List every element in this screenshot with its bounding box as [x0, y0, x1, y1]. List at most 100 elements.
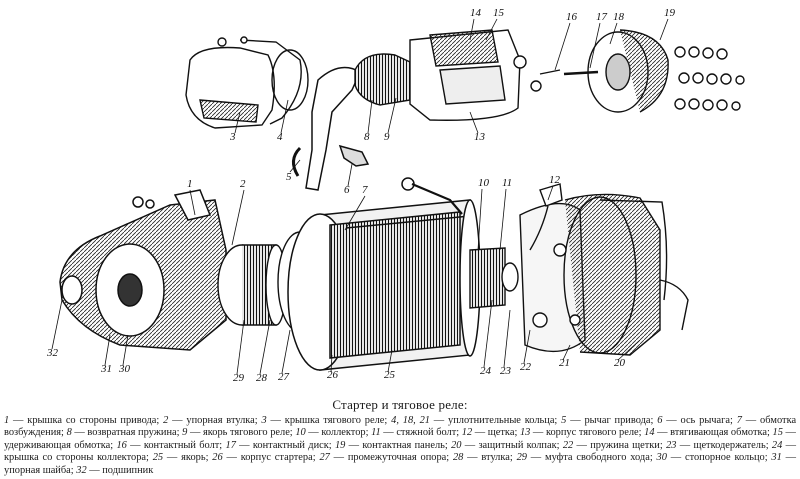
legend-item: 30 — стопорное кольцо; — [656, 452, 768, 464]
legend-item: 24 — крышка со стороны коллектора; — [4, 439, 796, 464]
legend-item: 5 — рычаг привода; — [561, 415, 654, 426]
callout-12: 12 — [549, 174, 561, 186]
legend-item-number: 14 — [644, 427, 655, 439]
legend-item-text: возвратная пружина; — [87, 427, 180, 439]
legend-item-number: 28 — [452, 452, 464, 464]
legend-item-number: 2 — [163, 415, 169, 426]
legend-item-number: 7 — [736, 415, 742, 426]
callout-21: 21 — [559, 357, 570, 369]
drive-end-cover-drawing — [59, 189, 227, 351]
callout-8: 8 — [364, 131, 370, 143]
legend-item-number: 20 — [451, 439, 462, 451]
legend-item-number: 8 — [66, 427, 72, 439]
legend-item-number: 3 — [261, 415, 267, 426]
callout-17: 17 — [596, 11, 608, 23]
legend-item-number: 15 — [772, 427, 783, 439]
legend-item-text: упорная втулка; — [186, 415, 258, 426]
legend-item-text: втягивающая обмотка; — [670, 427, 770, 439]
legend-item-text: крышка со стороны привода; — [27, 415, 160, 426]
legend-item: 23 — щеткодержатель; — [666, 439, 769, 451]
legend-item-number: 29 — [516, 452, 527, 464]
callout-4: 4 — [277, 131, 283, 143]
legend-item-text: крышка тягового реле; — [284, 415, 388, 426]
legend-item: 14 — втягивающая обмотка; — [644, 427, 770, 439]
legend-item: 28 — втулка; — [452, 452, 513, 464]
legend-item-text: контактная панель; — [362, 439, 448, 451]
leader-lines — [51, 18, 669, 375]
legend-item-text: ось рычага; — [680, 415, 733, 426]
callout-5: 5 — [286, 171, 292, 183]
callout-2: 2 — [240, 178, 246, 190]
legend-item-text: корпус стартера; — [240, 452, 316, 464]
callout-10: 10 — [478, 177, 490, 189]
legend-item-text: подшипник — [102, 464, 154, 476]
callout-1: 1 — [187, 178, 193, 190]
callout-26: 26 — [327, 369, 339, 381]
legend-item: 25 — якорь; — [152, 452, 209, 464]
legend-item: 4, 18, 21 — уплотнительные кольца; — [391, 415, 558, 426]
legend-item: 26 — корпус стартера; — [212, 452, 316, 464]
callout-32: 32 — [46, 347, 59, 359]
legend-item-text: рычаг привода; — [584, 415, 654, 426]
legend-item: 7 — обмотка возбуждения; — [4, 415, 797, 439]
legend-item-text: контактный диск; — [252, 439, 332, 451]
legend-item-text: обмотка возбуждения; — [4, 415, 797, 439]
legend-item-text: защитный колпак; — [478, 439, 560, 451]
callout-16: 16 — [566, 11, 578, 23]
callout-14: 14 — [470, 7, 482, 19]
legend-item-number: 11 — [371, 427, 381, 439]
legend-item-number: 16 — [116, 439, 127, 451]
callout-27: 27 — [278, 371, 290, 383]
legend-item-number: 27 — [319, 452, 330, 464]
callout-25: 25 — [384, 369, 396, 381]
legend-item: 2 — упорная втулка; — [163, 415, 258, 426]
legend-item: 11 — стяжной болт; — [371, 427, 460, 439]
legend-item: 1 — крышка со стороны привода; — [4, 415, 160, 426]
legend-item: 19 — контактная панель; — [334, 439, 448, 451]
legend-item: 32 — подшипник — [76, 464, 154, 476]
callout-23: 23 — [500, 365, 512, 377]
legend-item-number: 24 — [771, 439, 783, 451]
legend-item: 12 — щетка; — [461, 427, 518, 439]
legend-item: 15 — удерживающая обмотка; — [4, 427, 796, 451]
callout-labels: 1 2 3 4 5 6 7 8 9 10 11 12 13 14 15 16 1… — [46, 7, 676, 384]
legend-item: 22 — пружина щетки; — [562, 439, 663, 451]
legend-item: 3 — крышка тягового реле; — [261, 415, 388, 426]
legend-item-text: якорь тягового реле; — [202, 427, 293, 439]
callout-15: 15 — [493, 7, 505, 19]
legend-item-text: крышка со стороны коллектора; — [4, 452, 149, 464]
starter-housing-drawing — [287, 177, 481, 371]
legend-item: 9 — якорь тягового реле; — [182, 427, 293, 439]
callout-7: 7 — [362, 184, 368, 196]
starter-exploded-drawing: 1 2 3 4 5 6 7 8 9 10 11 12 13 14 15 16 1… — [46, 7, 745, 384]
callout-22: 22 — [520, 361, 532, 373]
legend-item-text: контактный болт; — [143, 439, 223, 451]
caption-legend: 1 — крышка со стороны привода; 2 — упорн… — [4, 415, 796, 477]
legend-item: 16 — контактный болт; — [116, 439, 223, 451]
legend-item: 27 — промежуточная опора; — [319, 452, 450, 464]
legend-item: 10 — коллектор; — [295, 427, 369, 439]
callout-24: 24 — [480, 365, 492, 377]
callout-20: 20 — [614, 357, 626, 369]
legend-item: 20 — защитный колпак; — [451, 439, 560, 451]
legend-item-text: муфта свободного хода; — [545, 452, 653, 464]
legend-item-text: коллектор; — [321, 427, 369, 439]
solenoid-cover-drawing — [185, 36, 309, 129]
callout-31: 31 — [100, 363, 112, 375]
legend-item-number: 13 — [519, 427, 531, 439]
caption-title: Стартер и тяговое реле: — [332, 397, 468, 412]
legend-item: 13 — корпус тягового реле; — [519, 427, 642, 439]
legend-item-number: 26 — [212, 452, 223, 464]
legend-item-number: 32 — [76, 464, 87, 476]
legend-item-text: корпус тягового реле; — [545, 427, 642, 439]
legend-item-number: 12 — [461, 427, 473, 439]
legend-item-number: 23 — [666, 439, 677, 451]
legend-item-number: 6 — [657, 415, 663, 426]
legend-item-text: стопорное кольцо; — [684, 452, 768, 464]
legend-item: 8 — возвратная пружина; — [66, 427, 180, 439]
legend-item-number: 19 — [334, 439, 346, 451]
legend-item-text: стяжной болт; — [396, 427, 460, 439]
legend-item-number: 25 — [152, 452, 164, 464]
legend-item-number: 31 — [771, 452, 782, 464]
callout-9: 9 — [384, 131, 390, 143]
